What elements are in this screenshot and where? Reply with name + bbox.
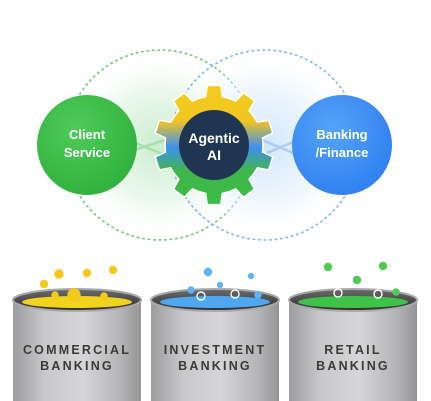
tank-label-line1: INVESTMENT: [164, 343, 267, 357]
bubble: [51, 291, 59, 299]
bubble: [373, 289, 383, 299]
tank-body: [289, 300, 417, 401]
connector-right: [261, 138, 299, 157]
bubble: [196, 291, 206, 301]
tank-investment: INVESTMENT BANKING: [150, 267, 280, 401]
tank-body: [151, 300, 279, 401]
bubble: [323, 262, 333, 272]
bubble: [352, 275, 362, 285]
tank-retail: RETAIL BANKING: [288, 261, 418, 401]
tank-label-line2: BANKING: [316, 359, 390, 373]
bubble: [247, 272, 255, 280]
tank-label-line2: BANKING: [40, 359, 114, 373]
bubble: [216, 281, 224, 289]
bubble: [82, 268, 92, 278]
banking-finance-line2: /Finance: [316, 145, 369, 160]
tank-body: [13, 300, 141, 401]
bubble: [39, 279, 49, 289]
bubble: [254, 291, 262, 299]
bubble: [100, 292, 108, 300]
bubble: [378, 261, 388, 271]
bubble: [54, 269, 64, 279]
bubble: [67, 288, 81, 302]
banking-finance-node: Banking /Finance: [292, 95, 392, 195]
tank-label-line1: RETAIL: [324, 343, 381, 357]
agentic-ai-gear: Agentic AI: [154, 84, 274, 206]
gear-core: [179, 110, 249, 180]
bubble: [108, 265, 118, 275]
banking-finance-line1: Banking: [316, 127, 367, 142]
tank-label-line1: COMMERCIAL: [23, 343, 131, 357]
center-line1: Agentic: [188, 130, 240, 146]
bubble: [230, 289, 240, 299]
tank-commercial: COMMERCIAL BANKING: [12, 265, 142, 401]
bubble: [333, 288, 343, 298]
bubble: [392, 288, 400, 296]
client-service-line1: Client: [69, 127, 106, 142]
tank-liquid: [160, 296, 270, 308]
tank-label-line2: BANKING: [178, 359, 252, 373]
center-line2: AI: [207, 147, 221, 163]
bubble: [187, 286, 195, 294]
client-service-line2: Service: [64, 145, 110, 160]
bubble: [203, 267, 213, 277]
client-service-node: Client Service: [37, 95, 137, 195]
tank-liquid: [298, 296, 408, 308]
